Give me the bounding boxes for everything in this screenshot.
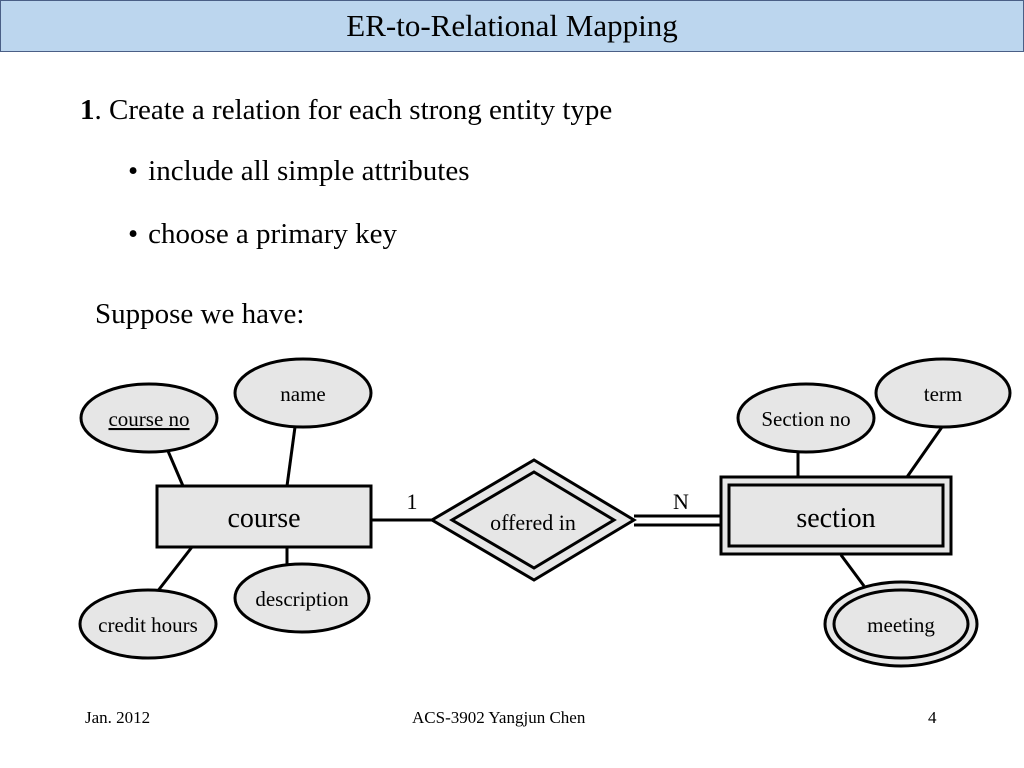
entity-course (155, 484, 373, 549)
attribute-description-label: description (255, 587, 349, 611)
attribute-credit-hours (78, 588, 218, 660)
bullet-text: choose a primary key (148, 218, 397, 250)
step-heading: 1. Create a relation for each strong ent… (80, 94, 612, 127)
cardinality-n: N (673, 489, 689, 514)
cardinality-one: 1 (407, 489, 418, 514)
relationship-offered-in-inner (449, 470, 617, 570)
suppose-text: Suppose we have: (95, 298, 305, 330)
connector-term (905, 426, 944, 478)
attribute-description (233, 562, 371, 634)
bullet-item: • include all simple attributes (128, 155, 470, 188)
connector-course-no (166, 450, 185, 487)
connector-meeting (839, 554, 866, 587)
attribute-course-no (79, 382, 219, 454)
entity-section-inner-border (727, 483, 945, 548)
step-text: . Create a relation for each strong enti… (94, 94, 613, 126)
bullet-dot: • (128, 155, 139, 187)
entity-course-label: course (227, 503, 300, 534)
bullet-dot: • (128, 218, 139, 250)
step-number: 1 (80, 94, 95, 126)
relationship-label: offered in (490, 510, 576, 535)
attribute-section-no-label: Section no (761, 407, 850, 431)
relationship-offered-in (429, 458, 637, 582)
footer-date: Jan. 2012 (85, 708, 151, 727)
attribute-meeting (823, 580, 979, 668)
entity-section-label: section (796, 503, 875, 534)
bullet-text: include all simple attributes (148, 155, 470, 187)
attribute-credit-hours-label: credit hours (98, 613, 198, 637)
attribute-meeting-label: meeting (867, 613, 935, 637)
attribute-section-no (736, 382, 876, 454)
attribute-meeting-inner (832, 588, 970, 660)
attribute-term (874, 357, 1012, 429)
slide-title: ER-to-Relational Mapping (346, 8, 678, 43)
attribute-course-no-label: course no (108, 407, 189, 431)
connector-name (285, 426, 297, 487)
slide-title-bar: ER-to-Relational Mapping (0, 0, 1024, 52)
connector-credit-hours (155, 546, 194, 593)
attribute-term-label: term (924, 382, 962, 406)
bullet-item: • choose a primary key (128, 218, 397, 251)
footer-course: ACS-3902 Yangjun Chen (412, 708, 586, 727)
attribute-name-label: name (280, 382, 325, 406)
attribute-name (233, 357, 373, 429)
entity-section (719, 475, 953, 556)
footer-page-number: 4 (928, 708, 937, 727)
